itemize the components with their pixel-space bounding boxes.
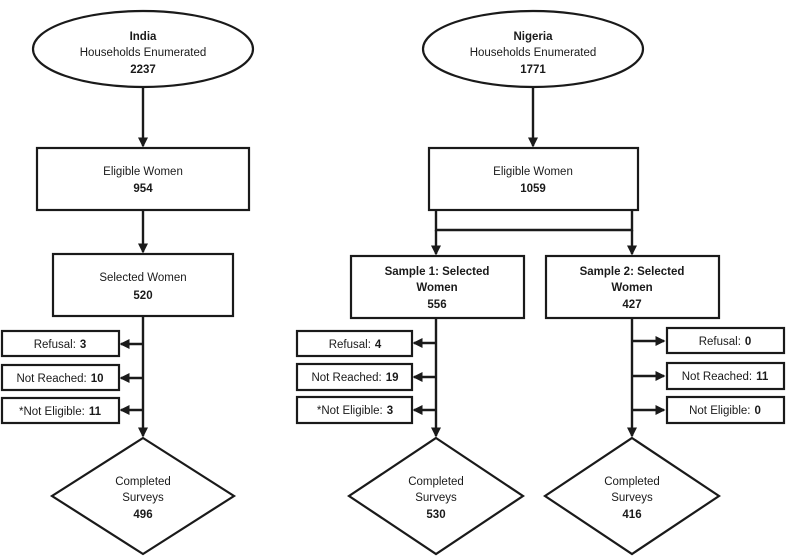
sample1-not-eligible-node: *Not Eligible: 3 <box>295 395 414 425</box>
nigeria-country-label: Nigeria <box>514 31 554 43</box>
sample2-not-reached-node: Not Reached: 11 <box>665 361 786 391</box>
india-selected-value: 520 <box>133 290 152 302</box>
india-refusal-label: Refusal: <box>34 339 76 351</box>
india-refusal-box <box>0 329 121 358</box>
sample1-refusal-text: Refusal: 4 <box>329 339 382 351</box>
sample1-not-reached-box <box>295 362 414 392</box>
india-not-reached-value: 10 <box>91 373 104 385</box>
nigeria-flow: Nigeria Households Enumerated 1771 Eligi… <box>295 9 786 556</box>
sample1-title-line2: Women <box>416 282 457 294</box>
india-refusal-value: 3 <box>80 339 86 351</box>
sample1-completed-line2: Surveys <box>415 492 457 504</box>
sample2-completed-diamond <box>543 436 721 556</box>
nigeria-households-ellipse <box>421 9 645 89</box>
sample1-not-eligible-box <box>295 395 414 425</box>
india-eligible-node: Eligible Women 954 <box>35 146 251 212</box>
india-not-eligible-value: 11 <box>89 406 102 418</box>
sample2-title-line1: Sample 2: Selected <box>580 266 685 278</box>
sample1-not-reached-node: Not Reached: 19 <box>295 362 414 392</box>
sample2-refusal-node: Refusal: 0 <box>665 326 786 355</box>
sample2-refusal-box <box>665 326 786 355</box>
nigeria-households-label: Households Enumerated <box>470 47 597 59</box>
sample2-not-reached-text: Not Reached: 11 <box>682 371 769 383</box>
india-completed-node: Completed Surveys 496 <box>49 436 237 556</box>
sample2-selected-value: 427 <box>622 299 641 311</box>
india-not-eligible-node: *Not Eligible: 11 <box>0 396 121 425</box>
nigeria-eligible-box <box>427 146 640 212</box>
india-eligible-value: 954 <box>133 183 153 195</box>
india-selected-label: Selected Women <box>99 272 186 284</box>
sample1-selected-box <box>349 254 526 320</box>
india-refusal-text: Refusal: 3 <box>34 339 87 351</box>
sample2-not-reached-box <box>665 361 786 391</box>
sample2-completed-value: 416 <box>622 509 641 521</box>
nigeria-households-value: 1771 <box>520 64 546 76</box>
sample1-selected-node: Sample 1: Selected Women 556 <box>349 254 526 320</box>
sample1-refusal-value: 4 <box>375 339 382 351</box>
sample2-selected-box <box>544 254 721 320</box>
sample1-not-reached-label: Not Reached: <box>311 372 381 384</box>
sample1-not-reached-text: Not Reached: 19 <box>311 372 398 384</box>
sample2-not-eligible-node: Not Eligible: 0 <box>665 395 786 425</box>
india-not-eligible-box <box>0 396 121 425</box>
sample2-completed-node: Completed Surveys 416 <box>543 436 721 556</box>
sample2-refusal-label: Refusal: <box>699 336 741 348</box>
sample2-not-reached-value: 11 <box>756 371 769 383</box>
india-flow: India Households Enumerated 2237 Eligibl… <box>0 9 255 556</box>
sample1-title-line1: Sample 1: Selected <box>385 266 490 278</box>
nigeria-split-line <box>434 210 634 232</box>
india-households-value: 2237 <box>130 64 156 76</box>
sample2-not-eligible-box <box>665 395 786 425</box>
sample1-not-eligible-label: *Not Eligible: <box>317 405 383 417</box>
sample2-completed-line2: Surveys <box>611 492 653 504</box>
india-completed-line1: Completed <box>115 476 171 488</box>
nigeria-eligible-value: 1059 <box>520 183 546 195</box>
nigeria-eligible-label: Eligible Women <box>493 166 573 178</box>
india-households-node: India Households Enumerated 2237 <box>31 9 255 89</box>
sample2-not-eligible-text: Not Eligible: 0 <box>689 405 761 417</box>
india-not-reached-box <box>0 363 121 392</box>
sample2-selected-node: Sample 2: Selected Women 427 <box>544 254 721 320</box>
sample1-completed-diamond <box>347 436 525 556</box>
sample2-not-reached-label: Not Reached: <box>682 371 752 383</box>
sample1-not-reached-value: 19 <box>386 372 399 384</box>
india-households-ellipse <box>31 9 255 89</box>
sample1-not-eligible-text: *Not Eligible: 3 <box>317 405 393 417</box>
sample2-not-eligible-value: 0 <box>754 405 760 417</box>
sample2-refusal-text: Refusal: 0 <box>699 336 752 348</box>
sample1-refusal-label: Refusal: <box>329 339 371 351</box>
sample1-refusal-box <box>295 329 414 358</box>
india-eligible-box <box>35 146 251 212</box>
sample2-completed-line1: Completed <box>604 476 660 488</box>
india-households-label: Households Enumerated <box>80 47 207 59</box>
sample1-not-eligible-value: 3 <box>387 405 393 417</box>
india-selected-box <box>51 252 235 318</box>
nigeria-eligible-node: Eligible Women 1059 <box>427 146 640 212</box>
india-not-eligible-text: *Not Eligible: 11 <box>19 406 102 418</box>
sample1-completed-value: 530 <box>426 509 445 521</box>
india-not-reached-node: Not Reached: 10 <box>0 363 121 392</box>
nigeria-households-node: Nigeria Households Enumerated 1771 <box>421 9 645 89</box>
india-not-eligible-label: *Not Eligible: <box>19 406 85 418</box>
sample2-title-line2: Women <box>611 282 652 294</box>
sample2-refusal-value: 0 <box>745 336 751 348</box>
india-country-label: India <box>130 31 157 43</box>
sample1-selected-value: 556 <box>427 299 446 311</box>
india-selected-node: Selected Women 520 <box>51 252 235 318</box>
india-eligible-label: Eligible Women <box>103 166 183 178</box>
sample1-refusal-node: Refusal: 4 <box>295 329 414 358</box>
india-not-reached-text: Not Reached: 10 <box>16 373 103 385</box>
india-completed-diamond <box>49 436 237 556</box>
india-not-reached-label: Not Reached: <box>16 373 86 385</box>
sample1-completed-node: Completed Surveys 530 <box>347 436 525 556</box>
sample2-not-eligible-label: Not Eligible: <box>689 405 750 417</box>
india-refusal-node: Refusal: 3 <box>0 329 121 358</box>
sample1-completed-line1: Completed <box>408 476 464 488</box>
india-completed-value: 496 <box>133 509 152 521</box>
india-completed-line2: Surveys <box>122 492 164 504</box>
